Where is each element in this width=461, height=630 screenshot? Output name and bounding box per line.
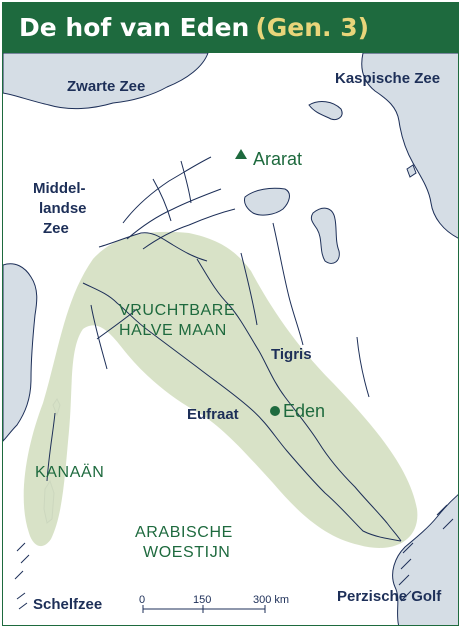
map-subtitle: (Gen. 3) <box>255 13 370 42</box>
shelf-line <box>400 590 412 602</box>
tigris-label: Tigris <box>271 346 312 363</box>
shelf-line <box>398 574 410 586</box>
river-tributary <box>152 178 172 222</box>
map-title: De hof van Eden <box>19 13 250 42</box>
legend-shelf-label: Schelfzee <box>33 596 102 613</box>
shelf-line <box>16 542 26 552</box>
eden-label: Eden <box>283 401 325 421</box>
fertile-crescent-label-1: VRUCHTBARE <box>119 302 235 319</box>
jordan-river <box>46 412 56 482</box>
mediterranean-label-3: Zee <box>43 220 69 237</box>
map-title-bar: De hof van Eden(Gen. 3) <box>3 3 458 53</box>
tigris-river <box>196 258 402 542</box>
ararat-label: Ararat <box>253 149 302 169</box>
ararat-marker <box>235 149 247 159</box>
scale-label-0: 0 <box>139 594 145 606</box>
caspian-island <box>406 164 417 178</box>
shelf-line <box>402 542 414 554</box>
river-tributary <box>240 252 258 326</box>
river-tributary <box>272 222 304 346</box>
shelf-line <box>442 518 454 530</box>
mediterranean-label-2: landse <box>39 200 87 217</box>
shelf-line <box>20 554 30 564</box>
fertile-crescent-label-2: HALVE MAAN <box>119 322 227 339</box>
arabian-desert-label-1: ARABISCHE <box>135 524 233 541</box>
river-tributary <box>126 188 222 240</box>
scale-label-150: 150 <box>193 594 211 606</box>
river-tributary <box>96 308 138 340</box>
river-tributary <box>90 304 108 370</box>
lake-van <box>244 187 290 216</box>
shelf-line <box>14 570 24 580</box>
fertile-crescent <box>23 231 418 548</box>
legend-shelf-line <box>16 592 26 600</box>
mediterranean-label-1: Middel- <box>33 180 86 197</box>
kanaan-label: KANAÄN <box>35 463 104 481</box>
mediterranean-sea <box>3 263 38 442</box>
map-canvas: Zwarte Zee Kaspische Zee Middel- landse … <box>3 53 458 625</box>
river-tributary <box>142 208 236 250</box>
scale-label-300: 300 km <box>253 594 289 606</box>
river-tributary <box>356 336 370 398</box>
river-tributary <box>122 156 212 224</box>
euphrates-river <box>82 282 402 542</box>
euphrates-headwater <box>98 232 208 262</box>
arabian-desert-label-2: WOESTIJN <box>143 544 230 561</box>
euphrates-label: Eufraat <box>187 406 239 423</box>
shelf-line <box>436 504 448 516</box>
caspian-sea-label: Kaspische Zee <box>335 70 440 87</box>
legend-shelf-line <box>18 602 28 610</box>
shelf-line <box>400 558 412 570</box>
black-sea-label: Zwarte Zee <box>67 78 145 95</box>
river-tributary <box>180 160 192 204</box>
lake-sevan <box>308 101 343 120</box>
persian-gulf-label: Perzische Golf <box>337 588 442 605</box>
black-sea <box>3 53 209 110</box>
lake-urmia <box>310 207 340 264</box>
eden-marker <box>270 406 280 416</box>
caspian-sea <box>361 53 458 239</box>
